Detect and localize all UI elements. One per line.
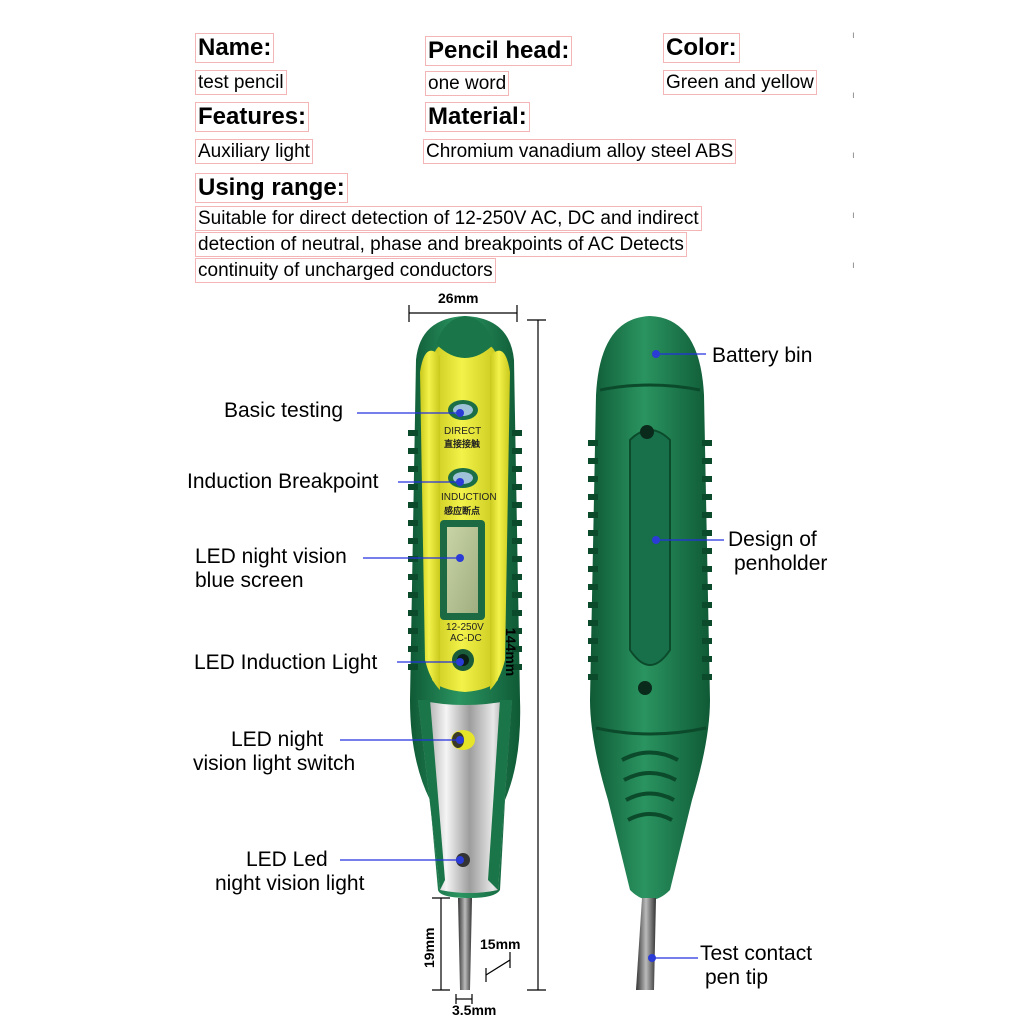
- using-range-label: Using range:: [195, 173, 348, 203]
- direct-marking: DIRECT: [444, 426, 482, 437]
- pencil-head-label: Pencil head:: [425, 36, 573, 66]
- color-value: Green and yellow: [663, 70, 817, 95]
- callout-led-light-2: night vision light: [215, 872, 365, 895]
- callout-light-switch-2: vision light switch: [193, 752, 356, 775]
- material-label: Material:: [425, 102, 530, 132]
- edge-artifact: ı: [852, 150, 855, 161]
- tip-width-dimension-label: 3.5mm: [452, 1002, 497, 1018]
- dimension-lines: [408, 305, 546, 1004]
- color-label: Color:: [663, 33, 740, 63]
- direct-marking-cn: 直接接触: [444, 439, 481, 449]
- acdc-marking: AC-DC: [450, 633, 482, 644]
- width-dimension-label: 26mm: [438, 290, 479, 306]
- edge-artifact: ı: [852, 90, 855, 101]
- tip-mid-dimension-label: 15mm: [480, 936, 521, 952]
- length-dimension-label: 144mm: [503, 628, 519, 677]
- edge-artifact: ı: [852, 210, 855, 221]
- name-value: test pencil: [195, 70, 287, 95]
- callout-design-1: Design of: [728, 528, 817, 551]
- tip-length-dimension-label: 19mm: [421, 927, 437, 968]
- callout-led-light-1: LED Led: [246, 848, 328, 871]
- callout-induction-breakpoint: Induction Breakpoint: [187, 470, 379, 493]
- callout-tip-2: pen tip: [705, 966, 769, 989]
- callout-light-switch-1: LED night: [231, 728, 324, 751]
- pencil-head-value: one word: [425, 71, 510, 96]
- features-label: Features:: [195, 102, 310, 132]
- induction-marking: INDUCTION: [441, 492, 497, 503]
- induction-marking-cn: 感应断点: [444, 506, 481, 516]
- right-pen: [588, 316, 712, 990]
- edge-artifact: ı: [852, 260, 855, 271]
- callout-dots: [456, 350, 660, 962]
- using-range-line-3: continuity of uncharged conductors: [195, 258, 496, 283]
- using-range-line-1: Suitable for direct detection of 12-250V…: [195, 206, 702, 231]
- callout-basic-testing: Basic testing: [224, 399, 344, 422]
- name-label: Name:: [195, 33, 275, 63]
- callout-tip-1: Test contact: [700, 942, 813, 965]
- material-value: Chromium vanadium alloy steel ABS: [423, 139, 737, 164]
- callout-led-blue-screen-2: blue screen: [195, 569, 304, 592]
- features-value: Auxiliary light: [195, 139, 313, 164]
- callout-design-2: penholder: [734, 552, 828, 575]
- using-range-line-2: detection of neutral, phase and breakpoi…: [195, 232, 687, 257]
- using-range-text: Suitable for direct detection of 12-250V…: [195, 206, 702, 284]
- callout-battery-bin: Battery bin: [712, 344, 813, 367]
- voltage-marking: 12-250V: [446, 622, 484, 633]
- left-pen: [408, 316, 522, 990]
- callout-led-blue-screen-1: LED night vision: [195, 545, 347, 568]
- callout-lines: [340, 353, 724, 959]
- callout-led-induction-light: LED Induction Light: [194, 651, 378, 674]
- edge-artifact: ı: [852, 30, 855, 41]
